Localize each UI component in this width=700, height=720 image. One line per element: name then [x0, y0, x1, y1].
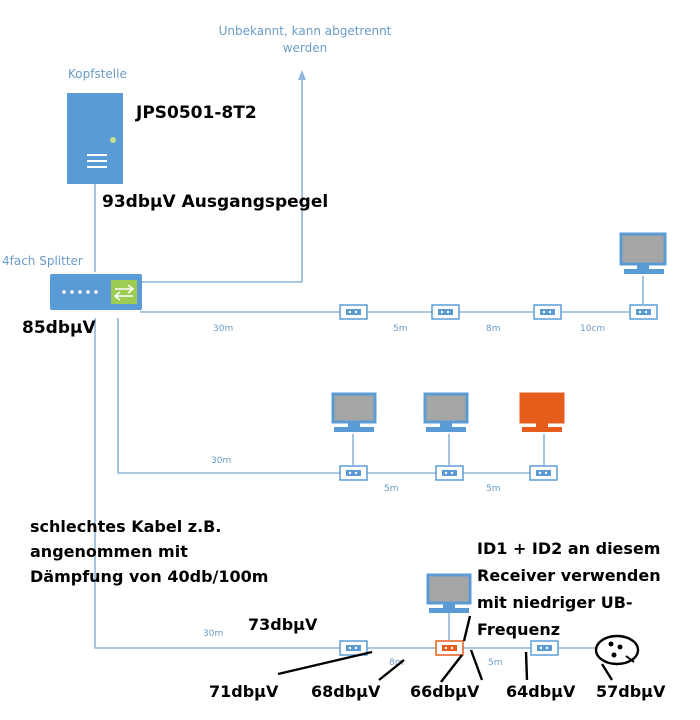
arrowhead-icon: [298, 70, 306, 80]
receiver-monitor-highlighted-icon: [519, 392, 565, 432]
tap-device: [431, 304, 460, 320]
connection-lines: [94, 70, 644, 649]
socket-outlet-icon: [594, 634, 640, 666]
tap-device: [435, 465, 464, 481]
cable-length: 30m: [203, 629, 223, 639]
cable-length: 8m: [486, 324, 501, 334]
head-end-model: JPS0501-8T2: [135, 103, 257, 123]
cable-note-line: Dämpfung von 40db/100m: [30, 567, 268, 586]
receiver-monitor-icon: [426, 573, 472, 613]
branch2: 30m 5m 5m: [211, 392, 565, 494]
cable-branch3: [94, 318, 340, 649]
level-label: 71dbµV: [209, 682, 279, 701]
splitter-level: 85dbµV: [22, 318, 97, 338]
tap-device: [529, 465, 558, 481]
tap-device-highlighted: [435, 640, 464, 656]
head-end-title: Kopfstelle: [68, 67, 127, 81]
level-label: 68dbµV: [311, 682, 381, 701]
tap-device: [629, 304, 658, 320]
receiver-note-line: ID1 + ID2 an diesem: [477, 539, 660, 558]
level-label: 64dbµV: [506, 682, 576, 701]
cable-note-line: angenommen mit: [30, 542, 188, 561]
tap-device: [339, 304, 368, 320]
receiver-note-line: mit niedriger UB-: [477, 593, 633, 612]
tap-device: [533, 304, 562, 320]
unknown-branch-line1: Unbekannt, kann abgetrennt: [219, 24, 392, 38]
receiver-monitor-icon: [331, 392, 377, 432]
splitter-title: 4fach Splitter: [2, 254, 83, 268]
receiver-note-line: Receiver verwenden: [477, 566, 661, 585]
tap-device: [530, 640, 559, 656]
receiver-monitor-icon: [423, 392, 469, 432]
cable-length: 10cm: [580, 324, 605, 334]
level-label: 73dbµV: [248, 615, 318, 634]
receiver-monitor-icon: [619, 232, 667, 274]
cable-length: 30m: [213, 324, 233, 334]
cable-length: 5m: [393, 324, 408, 334]
head-end-server: [67, 93, 123, 184]
tap-device: [339, 465, 368, 481]
cable-note-line: schlechtes Kabel z.B.: [30, 517, 221, 536]
level-label: 57dbµV: [596, 682, 666, 701]
branch3: 30m 8m 5m: [203, 573, 640, 683]
annotation-pointers: [277, 615, 614, 683]
head-end-output-level: 93dbµV Ausgangspegel: [102, 192, 328, 212]
tap-device: [339, 640, 368, 656]
level-label: 66dbµV: [410, 682, 480, 701]
splitter-device: [50, 274, 142, 310]
cable-length: 8m: [389, 658, 404, 668]
cable-branch2: [117, 318, 340, 474]
cable-length: 5m: [384, 484, 399, 494]
cable-length: 5m: [488, 658, 503, 668]
cable-length: 5m: [486, 484, 501, 494]
unknown-branch-line2: werden: [283, 41, 328, 55]
receiver-note-line: Frequenz: [477, 620, 560, 639]
cable-length: 30m: [211, 456, 231, 466]
cable-unknown-branch: [140, 78, 303, 283]
branch1: 30m 5m 8m 10cm: [213, 232, 667, 334]
